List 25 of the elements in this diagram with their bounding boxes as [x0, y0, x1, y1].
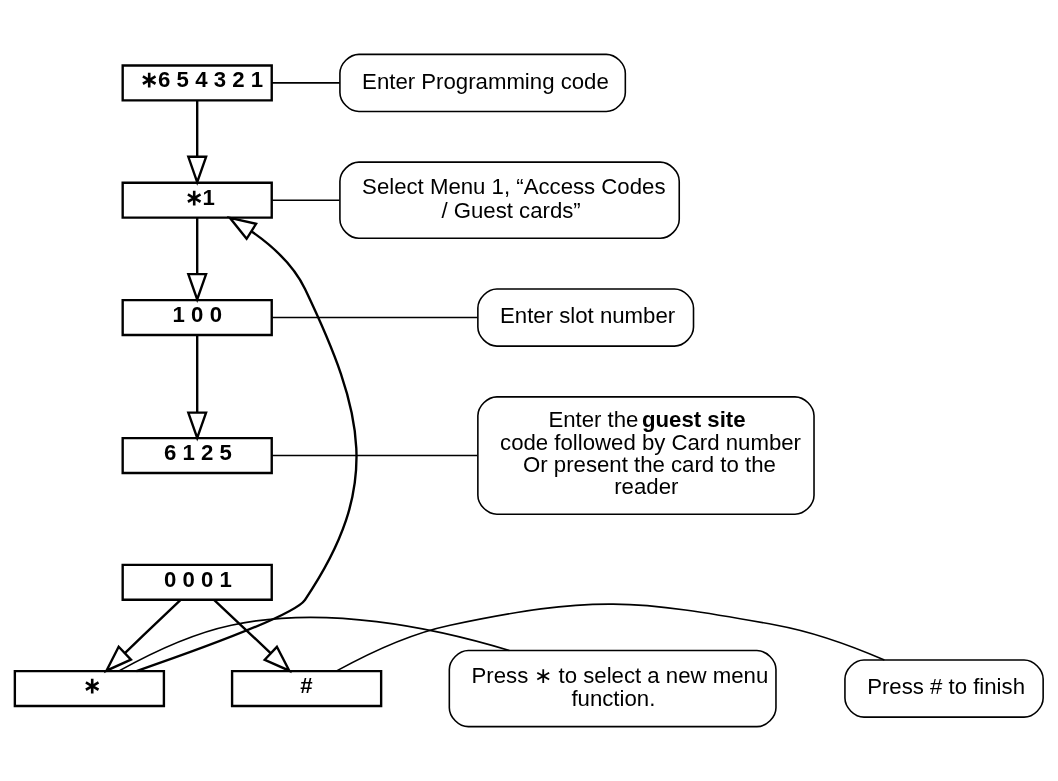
arrow [213, 599, 292, 674]
connector [117, 616, 511, 672]
arrow [186, 100, 208, 186]
arrow [103, 599, 182, 674]
node-box: Select Menu 1, “Access Codes / Guest cards” [339, 161, 681, 240]
node-box: 1 0 0 [121, 298, 273, 337]
node-box: Enter Programming code [339, 53, 627, 113]
node-box: Press ∗ to select a new menu function. [448, 649, 777, 728]
node-box: Enter the guest site code followed by Card number Or present the card to the reader [477, 396, 815, 515]
node-box: Press # to finish [844, 659, 1044, 718]
connector [271, 82, 341, 84]
node-box: ∗6 5 4 3 2 1 [121, 64, 273, 102]
connector [271, 199, 341, 201]
node-box: ∗ [13, 669, 166, 708]
node-box: Enter slot number [477, 288, 695, 347]
connector [335, 603, 886, 672]
node-box: 6 1 2 5 [121, 436, 273, 475]
node-box: # [230, 669, 383, 708]
node-box: 0 0 0 1 [121, 563, 273, 601]
connector [271, 454, 479, 457]
arrow [186, 217, 208, 304]
arrow [186, 335, 208, 442]
connector [271, 316, 479, 319]
node-box: ∗1 [121, 181, 273, 219]
arrow [136, 215, 358, 673]
